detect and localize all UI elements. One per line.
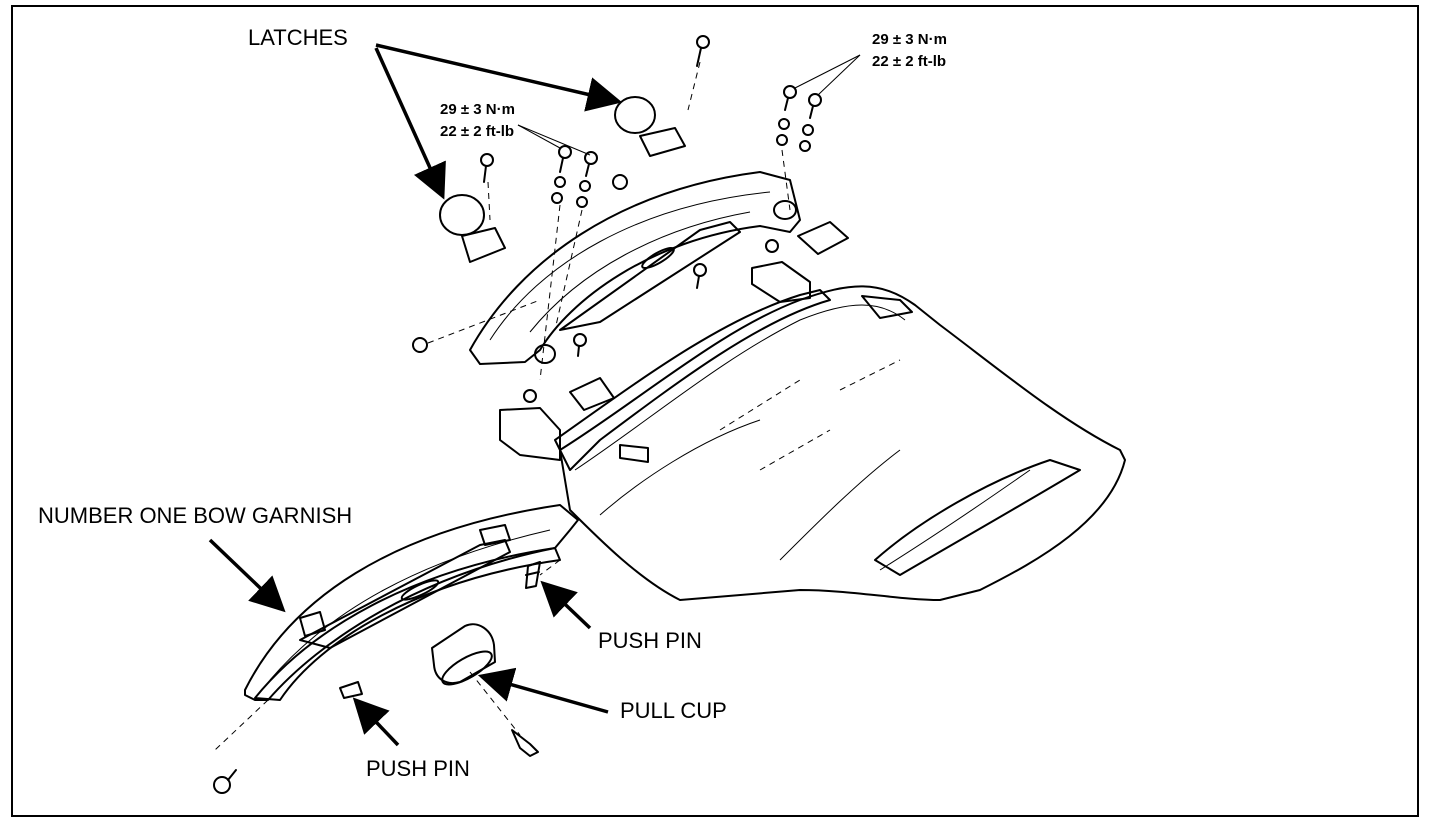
pull-cup-label: PULL CUP bbox=[620, 698, 727, 723]
number-one-bow-garnish-part bbox=[214, 504, 579, 751]
push-pin-right-part bbox=[525, 561, 541, 589]
bolt-icon bbox=[799, 93, 822, 152]
fastener-bolts bbox=[412, 35, 822, 403]
bow-garnish-label: NUMBER ONE BOW GARNISH bbox=[38, 503, 352, 528]
convertible-top-body bbox=[499, 221, 1126, 601]
push-pin-bottom-part bbox=[339, 681, 363, 699]
push-pin-right-label: PUSH PIN bbox=[598, 628, 702, 653]
pull-cup-part bbox=[431, 623, 521, 736]
latches-label: LATCHES bbox=[248, 25, 348, 50]
bolt-icon bbox=[696, 35, 710, 67]
bolt-icon bbox=[480, 153, 494, 183]
screw-icon bbox=[523, 389, 537, 403]
latch-left bbox=[439, 181, 506, 263]
torque-right-nm-label: 29 ± 3 N·m bbox=[872, 31, 947, 48]
bolt-icon bbox=[576, 151, 598, 208]
screw-icon bbox=[412, 299, 541, 353]
screw-icon bbox=[693, 263, 707, 289]
push-pin-bottom-label: PUSH PIN bbox=[366, 756, 470, 781]
screw-icon bbox=[612, 174, 628, 190]
figure-border bbox=[11, 5, 1419, 817]
screw-icon bbox=[573, 333, 587, 357]
torque-left-nm-label: 29 ± 3 N·m bbox=[440, 101, 515, 118]
latch-right bbox=[614, 61, 701, 157]
screw-icon bbox=[511, 729, 539, 757]
torque-right-ftlb-label: 22 ± 2 ft-lb bbox=[872, 53, 946, 70]
bolt-icon bbox=[551, 145, 572, 204]
screw-icon bbox=[213, 769, 237, 794]
screw-icon bbox=[765, 239, 779, 253]
torque-left-ftlb-label: 22 ± 2 ft-lb bbox=[440, 123, 514, 140]
bolt-icon bbox=[776, 85, 797, 146]
leader-lines bbox=[208, 43, 861, 747]
